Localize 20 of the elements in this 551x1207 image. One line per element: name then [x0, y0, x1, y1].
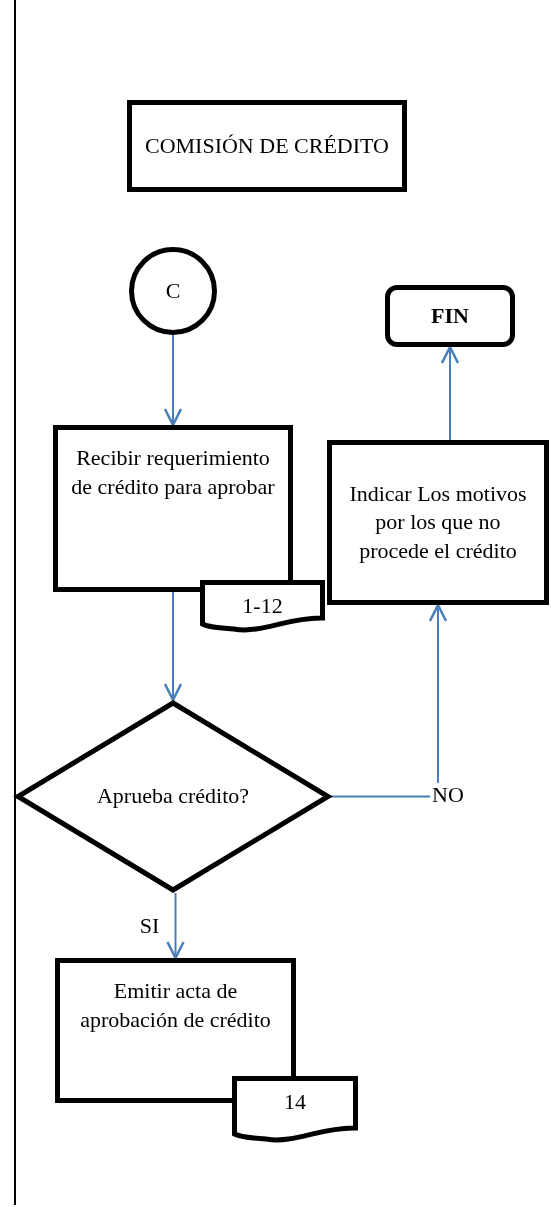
arrow: [330, 603, 448, 798]
node-text: C: [165, 276, 181, 305]
process-box: [327, 440, 549, 605]
terminal-box: [385, 285, 515, 347]
node-text: FIN: [431, 301, 469, 330]
document-number: 1-12: [241, 592, 284, 620]
document-number: 14: [283, 1088, 307, 1116]
document-shape: [232, 1076, 358, 1142]
node-text: Emitir acta de aprobación de crédito: [79, 977, 272, 1034]
arrow: [166, 892, 185, 960]
process-box: [127, 100, 407, 192]
node-text: Indicar Los motivos por los que no procede el crédito: [348, 479, 528, 565]
decision-diamond: [15, 700, 331, 893]
node-text: Aprueba crédito?: [96, 782, 250, 811]
arrow: [163, 334, 183, 427]
arrow: [163, 591, 183, 702]
document-shape: [200, 580, 325, 632]
node-text: COMISIÓN DE CRÉDITO: [144, 131, 389, 160]
arrow: [440, 345, 460, 441]
node-text: Recibir requerimiento de crédito para aprobar: [70, 444, 276, 501]
